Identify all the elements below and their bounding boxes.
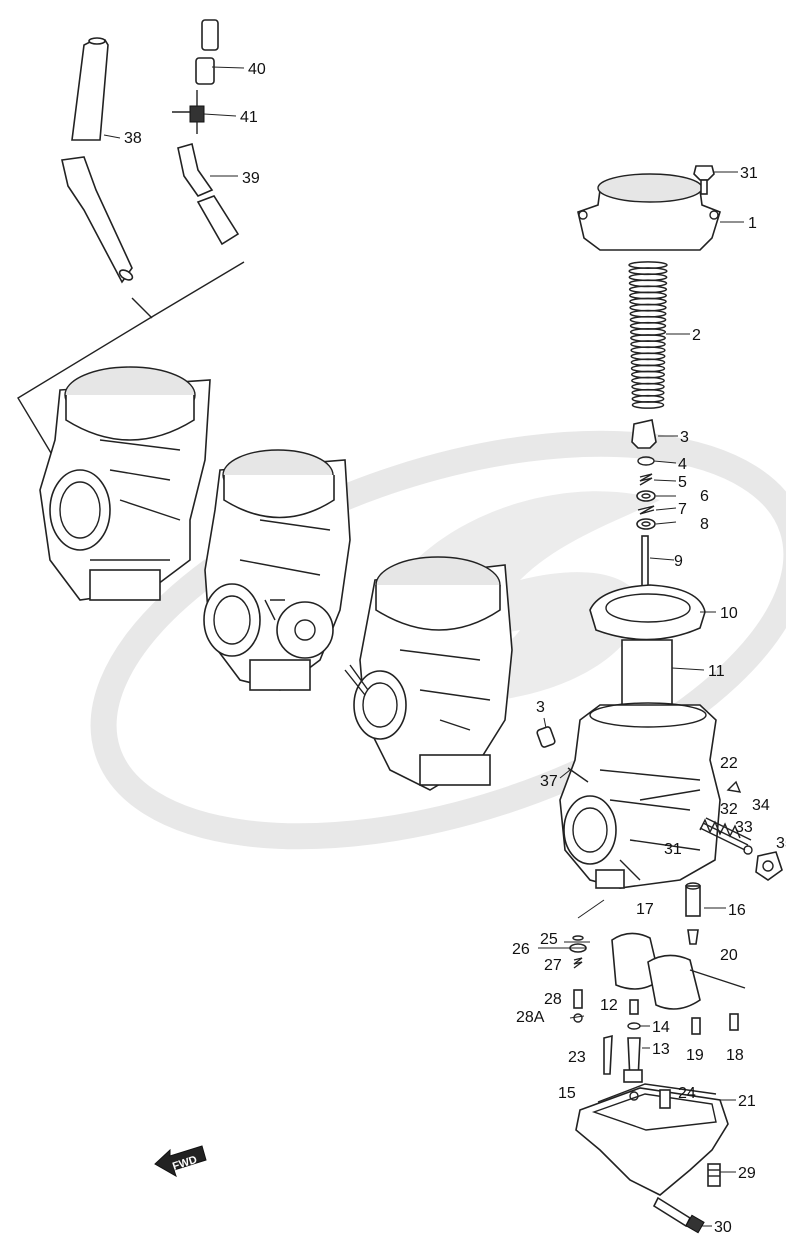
- callout-3: 3: [680, 429, 689, 446]
- callout-42: 41: [240, 109, 258, 126]
- washers-4-8: [636, 456, 656, 530]
- callout-7: 7: [678, 501, 687, 518]
- screw-30: [652, 1196, 705, 1234]
- callout-9: 9: [674, 553, 683, 570]
- callout-35: 34: [752, 797, 770, 814]
- callout-16: 16: [728, 902, 746, 919]
- callout-4: 4: [678, 456, 687, 473]
- carburetor-assembly-2: [203, 449, 351, 691]
- carburetor-assembly-1: [39, 366, 211, 601]
- callout-20: 20: [720, 947, 738, 964]
- callout-13: 13: [652, 1041, 670, 1058]
- small-parts-right: [536, 726, 783, 881]
- callout-34: 33: [735, 819, 753, 836]
- callout-5: 5: [678, 474, 687, 491]
- spring-coil: [631, 401, 665, 409]
- leader-lines: [103, 66, 744, 1227]
- carburetor-body: [559, 702, 721, 889]
- callout-23: 23: [568, 1049, 586, 1066]
- callout-6: 6: [700, 488, 709, 505]
- callout-36: 35: [776, 835, 786, 852]
- callout-28: 28: [544, 991, 562, 1008]
- screw-31: [693, 165, 715, 195]
- callout-11: 11: [708, 663, 725, 680]
- spring-2: [628, 261, 668, 409]
- callout-24: 24: [678, 1085, 696, 1102]
- hose-40-41-42: [172, 19, 240, 246]
- float-valve-16: [685, 882, 701, 945]
- callout-38: 37: [540, 773, 558, 790]
- callout-15: 15: [558, 1085, 576, 1102]
- diaphragm-10: [589, 584, 706, 641]
- callout-22: 22: [720, 755, 738, 772]
- callout-21: 21: [738, 1093, 756, 1110]
- callout-32: 31: [664, 841, 682, 858]
- callout-19: 19: [686, 1047, 704, 1064]
- callout-25: 25: [540, 931, 558, 948]
- callout-29: 29: [738, 1165, 756, 1182]
- callout-30: 30: [714, 1219, 732, 1236]
- callout-41: 40: [248, 61, 266, 78]
- carburetor-assembly-3: [344, 556, 513, 791]
- callout-12: 12: [600, 997, 618, 1014]
- callout-14: 14: [652, 1019, 670, 1036]
- callout-1: 1: [748, 215, 757, 232]
- callout-31: 31: [740, 165, 758, 182]
- watermark-logo: [90, 430, 786, 850]
- callout-labels: 38 40 41 39 31 1 2 3 4 5 6 7 8 9 10 11 3…: [124, 61, 786, 1236]
- fwd-arrow-icon: FWD: [154, 1145, 207, 1178]
- callout-10: 10: [720, 605, 738, 622]
- callout-27: 27: [544, 957, 562, 974]
- callout-39: 38: [124, 130, 142, 147]
- callout-40: 39: [242, 170, 260, 187]
- float-17: [611, 932, 746, 1010]
- callout-37: 3: [536, 699, 545, 716]
- callout-8: 8: [700, 516, 709, 533]
- callout-28a: 28A: [516, 1009, 545, 1026]
- top-cap-1: [577, 173, 721, 251]
- float-chamber-21: [575, 1083, 729, 1196]
- callout-33: 32: [720, 801, 738, 818]
- bracket-lines: [17, 261, 245, 469]
- jets-column: [569, 935, 739, 1083]
- callout-26: 26: [512, 941, 530, 958]
- hose-39: [61, 37, 134, 284]
- callout-2: 2: [692, 327, 701, 344]
- needle-holder-3: [631, 419, 657, 449]
- callout-17: 17: [636, 901, 654, 918]
- callout-18: 18: [726, 1047, 744, 1064]
- screw-29: [707, 1163, 721, 1187]
